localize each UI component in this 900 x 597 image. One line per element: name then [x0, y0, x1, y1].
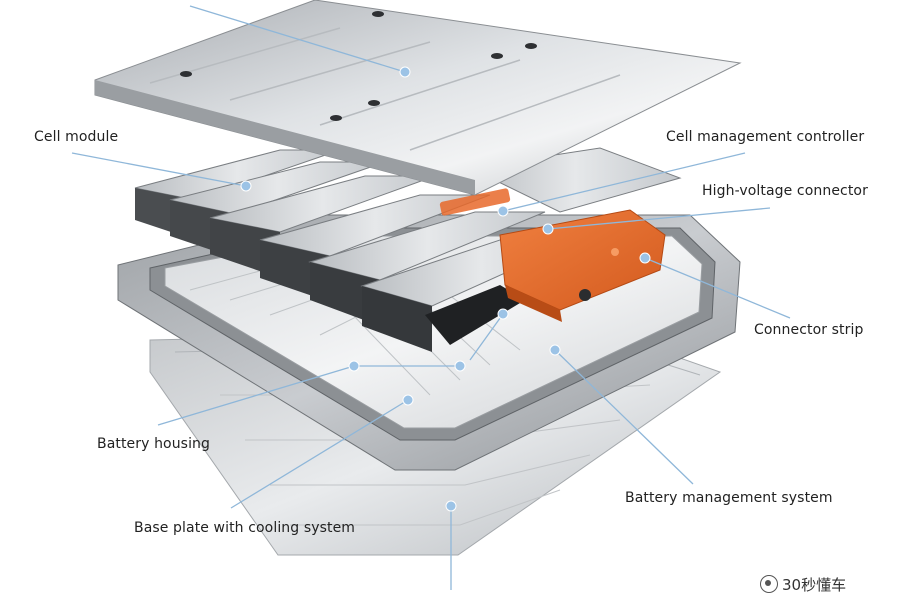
label-cell-management-controller: Cell management controller: [666, 129, 865, 145]
dot-connector-strip: [639, 252, 651, 264]
leader-cell-management-controller: [502, 152, 746, 212]
watermark-text: 30秒懂车: [782, 576, 847, 594]
leader-high-voltage-connector: [547, 207, 771, 230]
leader-base-plate: [230, 399, 409, 509]
dot-housing-inner: [454, 360, 466, 372]
leader-cell-module: [71, 152, 247, 187]
leader-lines: [71, 5, 791, 590]
dot-battery-management-system: [549, 344, 561, 356]
label-high-voltage-connector: High-voltage connector: [702, 183, 868, 199]
label-battery-management-system: Battery management system: [625, 490, 833, 506]
battery-management-unit: [439, 188, 666, 322]
leader-cell-internal: [469, 313, 504, 361]
wechat-logo-icon: [760, 575, 778, 593]
label-connector-strip: Connector strip: [754, 322, 864, 338]
dot-high-voltage-connector: [542, 223, 554, 235]
dot-top-cover: [399, 66, 411, 78]
leader-top-cover: [189, 5, 406, 73]
leader-connector-strip: [644, 257, 791, 319]
dot-base-plate-bottom: [445, 500, 457, 512]
watermark: 30秒懂车: [760, 574, 846, 595]
dot-base-plate: [402, 394, 414, 406]
cell-module-6-side: [362, 286, 432, 352]
label-base-plate: Base plate with cooling system: [134, 520, 356, 536]
dot-cell-module: [240, 180, 252, 192]
label-cell-module: Cell module: [34, 129, 119, 145]
leader-battery-management-system: [554, 349, 694, 485]
dot-cell-management-controller: [497, 205, 509, 217]
leader-battery-housing: [157, 365, 355, 426]
top-cover: [94, 0, 742, 196]
dot-cell-internal: [497, 308, 509, 320]
label-battery-housing: Battery housing: [97, 436, 211, 452]
black-busbar-bracket: [425, 285, 525, 345]
leader-dots: [240, 66, 651, 512]
dot-battery-housing: [348, 360, 360, 372]
